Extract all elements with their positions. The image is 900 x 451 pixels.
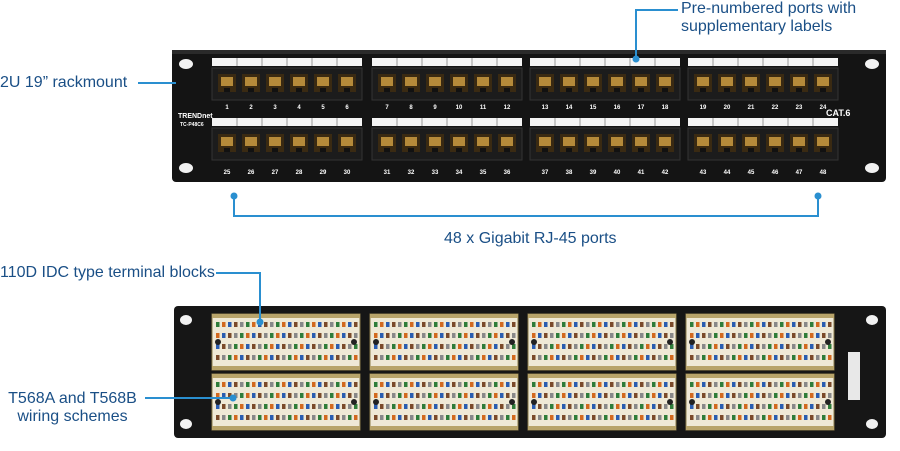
patch-panel-rear xyxy=(174,306,886,438)
screw-icon xyxy=(215,399,221,405)
jack-module xyxy=(687,127,839,161)
port-number: 40 xyxy=(614,170,621,176)
port-number: 7 xyxy=(385,105,389,111)
port-number: 22 xyxy=(772,105,779,111)
screw-icon xyxy=(689,339,695,345)
screw-icon xyxy=(215,339,221,345)
rack-hole-icon xyxy=(179,59,193,69)
port-number: 42 xyxy=(662,170,669,176)
port-number: 27 xyxy=(272,170,279,176)
callout-gigabit-ports: 48 x Gigabit RJ-45 ports xyxy=(444,230,617,247)
port-number: 20 xyxy=(724,105,731,111)
port-number: 9 xyxy=(433,105,437,111)
screw-icon xyxy=(373,399,379,405)
port-number: 4 xyxy=(297,105,301,111)
jack-module xyxy=(529,127,681,161)
port-number: 11 xyxy=(480,105,487,111)
port-number: 17 xyxy=(638,105,645,111)
port-number: 44 xyxy=(724,170,731,176)
callout-pre-numbered: Pre-numbered ports with supplementary la… xyxy=(681,0,857,35)
jack-module xyxy=(371,127,523,161)
port-number: 23 xyxy=(796,105,803,111)
screw-icon xyxy=(531,339,537,345)
jack-module xyxy=(371,67,523,101)
port-number: 28 xyxy=(296,170,303,176)
port-number: 25 xyxy=(224,170,231,176)
screw-icon xyxy=(825,339,831,345)
category-label: CAT.6 xyxy=(826,108,850,118)
jack-module xyxy=(687,67,839,101)
port-number: 14 xyxy=(566,105,573,111)
port-number: 16 xyxy=(614,105,621,111)
port-number: 5 xyxy=(321,105,325,111)
rack-hole-icon xyxy=(866,315,878,325)
port-number: 43 xyxy=(700,170,707,176)
screw-icon xyxy=(351,399,357,405)
screw-icon xyxy=(351,339,357,345)
port-number: 24 xyxy=(820,105,827,111)
port-number: 39 xyxy=(590,170,597,176)
port-number: 36 xyxy=(504,170,511,176)
screw-icon xyxy=(667,399,673,405)
rack-hole-icon xyxy=(865,163,879,173)
port-number: 26 xyxy=(248,170,255,176)
port-number: 2 xyxy=(249,105,253,111)
port-number: 18 xyxy=(662,105,669,111)
jack-module xyxy=(211,127,363,161)
jack-module xyxy=(211,67,363,101)
port-number: 48 xyxy=(820,170,827,176)
screw-icon xyxy=(667,339,673,345)
port-number: 46 xyxy=(772,170,779,176)
port-number: 6 xyxy=(345,105,349,111)
rear-label-sticker xyxy=(848,352,860,400)
rack-hole-icon xyxy=(865,59,879,69)
port-number: 30 xyxy=(344,170,351,176)
callout-rackmount: 2U 19” rackmount xyxy=(0,74,128,91)
screw-icon xyxy=(373,339,379,345)
port-number: 45 xyxy=(748,170,755,176)
port-number: 31 xyxy=(384,170,391,176)
callout-wiring: T568A and T568B wiring schemes xyxy=(8,390,137,425)
port-number: 1 xyxy=(225,105,229,111)
port-number: 21 xyxy=(748,105,755,111)
callout-idc-blocks: 110D IDC type terminal blocks xyxy=(0,264,215,281)
port-number: 8 xyxy=(409,105,413,111)
port-number: 37 xyxy=(542,170,549,176)
port-number: 19 xyxy=(700,105,707,111)
jack-module xyxy=(529,67,681,101)
model-label: TC-P48C6 xyxy=(180,122,204,128)
port-number: 33 xyxy=(432,170,439,176)
leader-lines xyxy=(138,9,819,399)
port-number: 10 xyxy=(456,105,463,111)
port-number: 29 xyxy=(320,170,327,176)
screw-icon xyxy=(689,399,695,405)
port-number: 12 xyxy=(504,105,511,111)
port-number: 32 xyxy=(408,170,415,176)
port-number: 3 xyxy=(273,105,277,111)
rack-hole-icon xyxy=(179,163,193,173)
port-number: 47 xyxy=(796,170,803,176)
rack-hole-icon xyxy=(180,315,192,325)
screw-icon xyxy=(825,399,831,405)
port-number: 38 xyxy=(566,170,573,176)
port-number: 15 xyxy=(590,105,597,111)
screw-icon xyxy=(509,399,515,405)
screw-icon xyxy=(531,399,537,405)
port-number: 34 xyxy=(456,170,463,176)
rack-hole-icon xyxy=(866,419,878,429)
port-number: 41 xyxy=(638,170,645,176)
rack-hole-icon xyxy=(180,419,192,429)
port-number: 35 xyxy=(480,170,487,176)
screw-icon xyxy=(509,339,515,345)
brand-logo: TRENDnet xyxy=(178,113,213,120)
leader-dots xyxy=(229,55,822,402)
port-number: 13 xyxy=(542,105,549,111)
